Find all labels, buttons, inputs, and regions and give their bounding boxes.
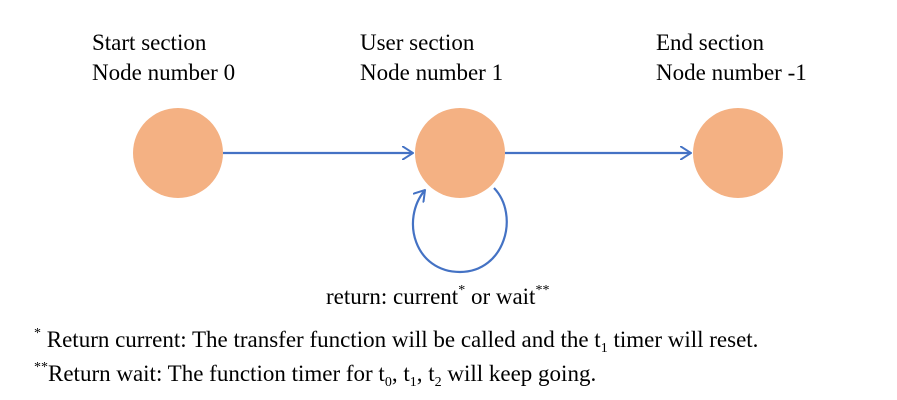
footnote-wait-text-end: will keep going. (441, 361, 597, 386)
end-section-title: End section (656, 30, 764, 55)
user-node-number: Node number 1 (360, 60, 504, 85)
footnote-return-wait: **Return wait: The function timer for t0… (34, 360, 596, 391)
user-section-label: User section Node number 1 (360, 28, 503, 88)
footnote-wait-sub2: 2 (434, 375, 442, 390)
footnote-current-text-end: timer will reset. (607, 327, 759, 352)
start-section-title: Start section (92, 30, 207, 55)
footnote-wait-sub0: 0 (384, 375, 392, 390)
footnote-wait-text: Return wait: The function timer for t (48, 361, 385, 386)
loop-caption-mark-wait: ** (535, 283, 550, 298)
footnote-current-sub: 1 (600, 341, 608, 356)
self-loop-arrow (411, 187, 508, 274)
footnote-wait-sep1: , t (391, 361, 410, 386)
footnote-wait-mark: ** (34, 360, 48, 375)
loop-caption-middle: or wait (465, 284, 536, 309)
loop-caption-prefix: return: current (326, 284, 459, 309)
start-node-number: Node number 0 (92, 60, 236, 85)
footnote-wait-sep2: , t (416, 361, 435, 386)
end-node-number: Node number -1 (656, 60, 807, 85)
loop-caption: return: current* or wait** (326, 283, 549, 310)
start-section-label: Start section Node number 0 (92, 28, 235, 88)
end-node (693, 108, 783, 198)
loop-caption-mark-current: * (458, 283, 466, 298)
footnote-return-current: * Return current: The transfer function … (34, 326, 758, 357)
footnote-current-text: Return current: The transfer function wi… (41, 327, 601, 352)
user-section-title: User section (360, 30, 475, 55)
start-node (133, 108, 223, 198)
footnote-wait-sub1: 1 (409, 375, 417, 390)
end-section-label: End section Node number -1 (656, 28, 807, 88)
user-node (415, 108, 505, 198)
footnote-current-mark: * (34, 326, 41, 341)
